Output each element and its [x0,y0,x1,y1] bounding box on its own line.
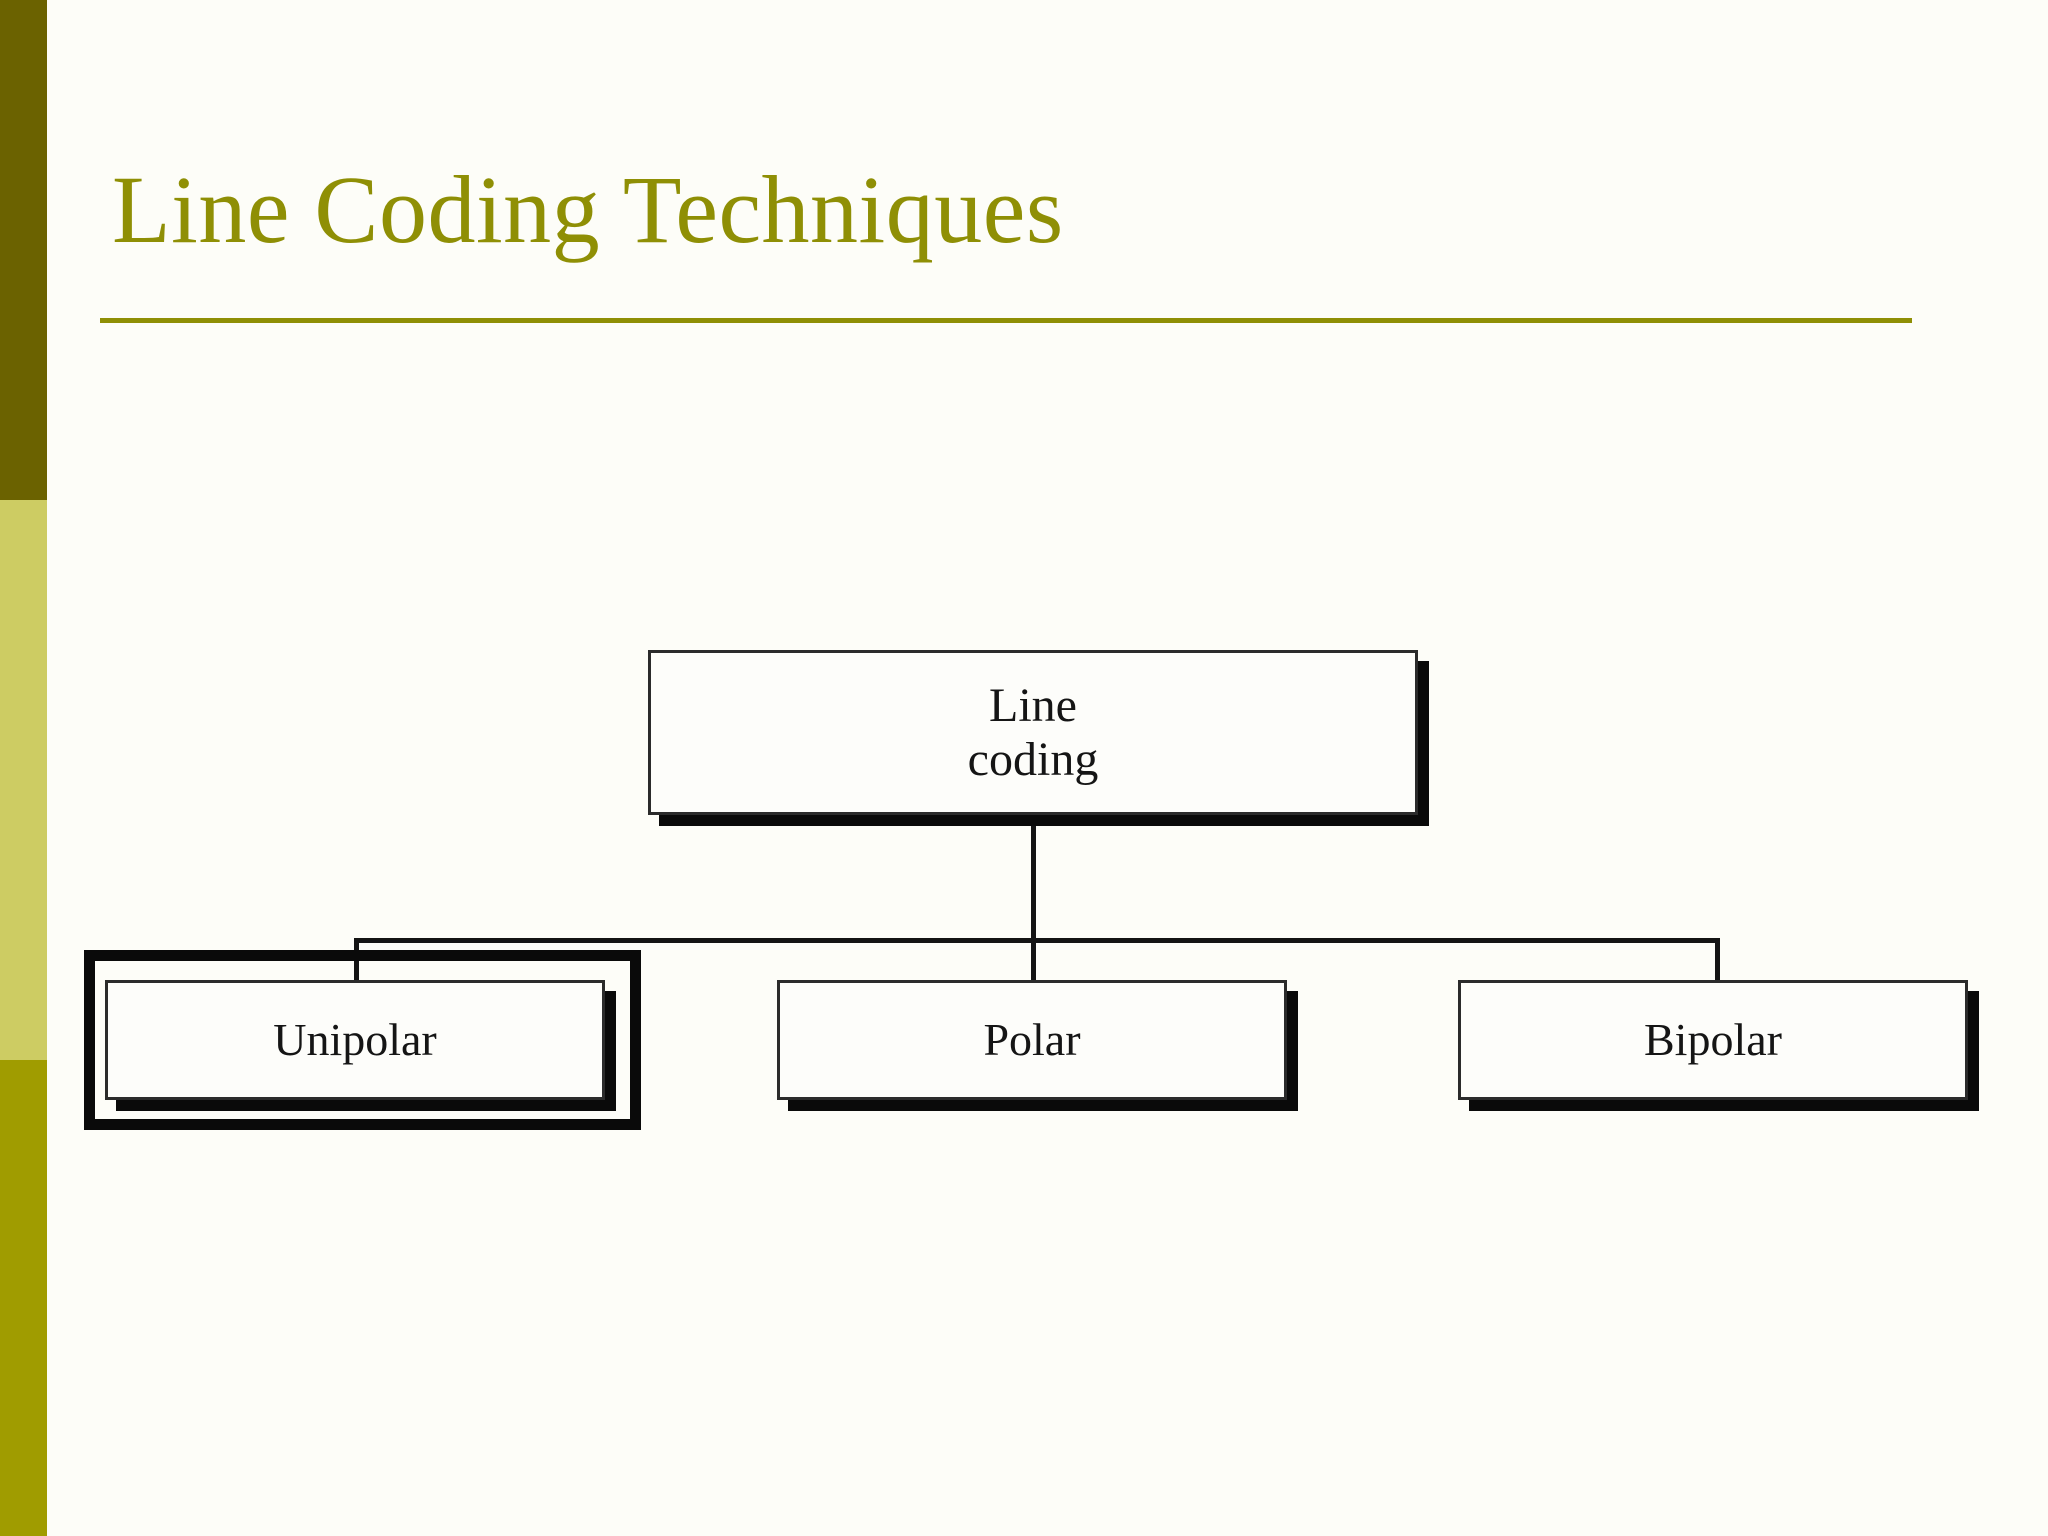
node-line-coding[interactable]: Line coding [648,650,1418,815]
connector-branch-polar [1031,938,1036,983]
sidebar-band-light-khaki [0,500,47,1060]
page-title: Line Coding Techniques [112,156,1064,263]
node-polar-label: Polar [983,1014,1081,1066]
node-polar[interactable]: Polar [777,980,1287,1100]
selection-frame-unipolar[interactable] [84,950,641,1130]
sidebar-band-olive-yellow [0,1060,47,1536]
sidebar-band-dark-olive [0,0,47,500]
connector-branch-bipolar [1715,938,1720,983]
node-line-coding-label: Line coding [967,678,1099,786]
connector-horizontal-bus [354,938,1720,943]
node-unipolar[interactable]: Unipolar [105,980,605,1100]
title-underline-rule [100,318,1912,323]
node-bipolar-label: Bipolar [1644,1014,1782,1066]
connector-root-stem [1031,815,1036,941]
node-bipolar[interactable]: Bipolar [1458,980,1968,1100]
node-unipolar-label: Unipolar [273,1014,437,1066]
sidebar-decoration [0,0,47,1536]
